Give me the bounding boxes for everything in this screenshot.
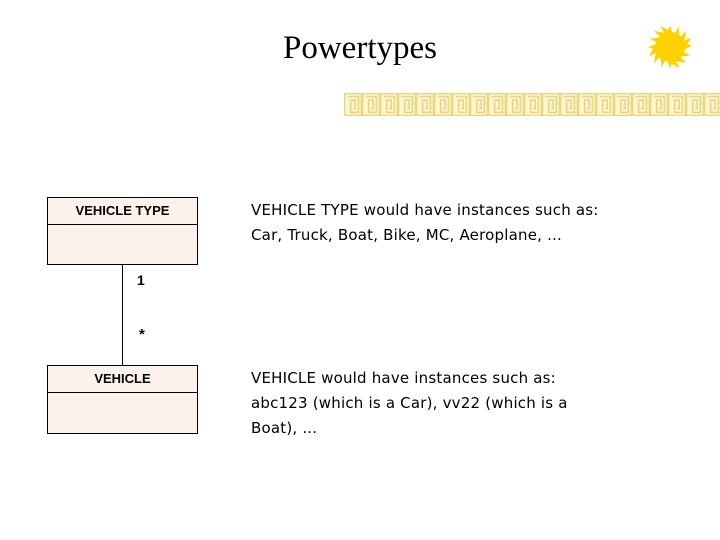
multiplicity-target: *	[139, 326, 145, 343]
uml-entity-attributes	[48, 393, 197, 460]
uml-entity-vehicle-type[interactable]: VEHICLE TYPE	[47, 197, 198, 265]
uml-entity-name: VEHICLE	[48, 366, 197, 393]
association-line	[122, 264, 123, 366]
description-vehicle: VEHICLE would have instances such as: ab…	[251, 369, 568, 437]
multiplicity-source: 1	[137, 272, 145, 288]
uml-entity-vehicle[interactable]: VEHICLE	[47, 365, 198, 434]
sun-burst-icon	[645, 22, 695, 72]
description-vehicle-type: VEHICLE TYPE would have instances such a…	[251, 201, 599, 244]
page-title: Powertypes	[283, 30, 437, 66]
greek-key-border	[344, 93, 720, 116]
uml-entity-name: VEHICLE TYPE	[48, 198, 197, 225]
